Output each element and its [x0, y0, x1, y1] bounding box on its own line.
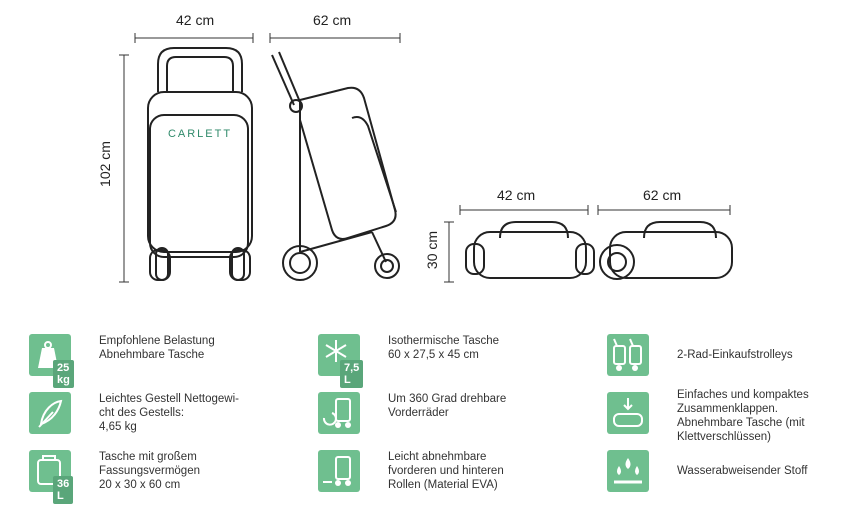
feature-badge: 25 kg: [53, 360, 74, 388]
feature-badge: 7,5 L: [340, 360, 364, 388]
feature-two-wheel: 2-Rad-Einkaufstrolleys: [607, 334, 793, 376]
feature-capacity: 36 L Tasche mit großem Fassungsvermögen …: [29, 450, 200, 504]
dim-folded-side-width: 62 cm: [643, 187, 682, 203]
rotate-wheel-icon: [318, 392, 360, 434]
dim-front-width: 42 cm: [176, 12, 215, 28]
feature-text: 2-Rad-Einkaufstrolleys: [677, 349, 793, 361]
bag-volume-icon: 36 L: [29, 450, 74, 504]
feature-folding: Einfaches und kompaktes Zusammenklappen.…: [607, 389, 809, 444]
feature-text: Empfohlene Belastung Abnehmbare Tasche: [99, 335, 215, 361]
feature-text: Leichtes Gestell Nettogewi- cht des Gest…: [99, 393, 239, 433]
feature-swivel-wheels: Um 360 Grad drehbare Vorderräder: [318, 392, 506, 434]
feature-text: Leicht abnehmbare fvorderen und hinteren…: [388, 451, 504, 491]
feature-text: Um 360 Grad drehbare Vorderräder: [388, 393, 507, 419]
dim-folded-front-width: 42 cm: [497, 187, 536, 203]
feature-text: Tasche mit großem Fassungsvermögen 20 x …: [99, 451, 200, 491]
brand-logo: CARLETT: [168, 128, 232, 140]
two-trolleys-icon: [607, 334, 649, 376]
dim-side-width: 62 cm: [313, 12, 352, 28]
detach-wheel-icon: [318, 450, 360, 492]
feature-badge: 36 L: [53, 476, 74, 504]
feature-load: 25 kg Empfohlene Belastung Abnehmbare Ta…: [29, 334, 215, 388]
feature-text: Wasserabweisender Stoff: [677, 465, 808, 477]
water-drops-icon: [607, 450, 649, 492]
feather-icon: [29, 392, 71, 434]
weight-icon: 25 kg: [29, 334, 74, 388]
dim-height: 102 cm: [96, 141, 113, 187]
feature-light-frame: Leichtes Gestell Nettogewi- cht des Gest…: [29, 392, 239, 434]
feature-isothermal: 7,5 L Isothermische Tasche 60 x 27,5 x 4…: [318, 334, 500, 388]
fold-icon: [607, 392, 649, 434]
feature-water-repellent: Wasserabweisender Stoff: [607, 450, 807, 492]
feature-detachable-wheels: Leicht abnehmbare fvorderen und hinteren…: [318, 450, 504, 492]
feature-text: Einfaches und kompaktes Zusammenklappen.…: [677, 389, 809, 443]
feature-text: Isothermische Tasche 60 x 27,5 x 45 cm: [388, 335, 500, 361]
snowflake-icon: 7,5 L: [318, 334, 364, 388]
dim-folded-height: 30 cm: [424, 230, 441, 270]
